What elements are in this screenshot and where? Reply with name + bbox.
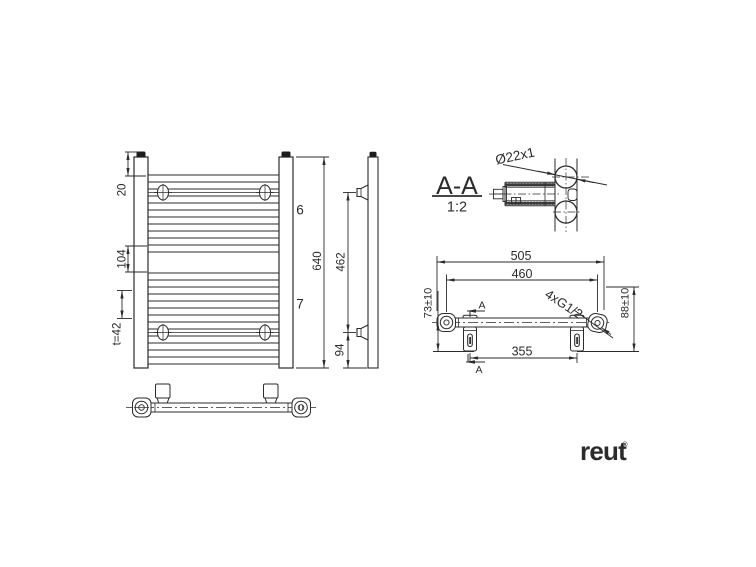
front-dimension-height bbox=[296, 156, 329, 369]
side-view bbox=[343, 151, 379, 369]
section-cut-line bbox=[466, 309, 485, 364]
tube-spec-label: Ø22x1 bbox=[494, 145, 536, 168]
side-tube bbox=[367, 156, 379, 369]
right-bracket-post bbox=[570, 326, 584, 352]
right-collector-cap bbox=[281, 151, 291, 158]
side-bracket-lower bbox=[356, 324, 369, 341]
tube-count-upper: 6 bbox=[296, 203, 304, 218]
left-collector-cap bbox=[136, 151, 146, 158]
brand-logo: reut ® bbox=[580, 436, 628, 466]
dim-label-355: 355 bbox=[512, 345, 533, 359]
bottom-right-post bbox=[263, 383, 279, 404]
dim-label-94: 94 bbox=[335, 343, 347, 356]
logo-trademark: ® bbox=[622, 441, 628, 449]
dim-label-t42: t=42 bbox=[112, 323, 124, 346]
dim-label-88: 88±10 bbox=[620, 288, 632, 319]
side-tube-cap bbox=[369, 151, 377, 158]
tube-count-lower: 7 bbox=[296, 297, 304, 312]
dim-label-462: 462 bbox=[336, 252, 348, 271]
dim-label-104: 104 bbox=[117, 249, 129, 269]
section-title: A-A bbox=[436, 172, 478, 200]
right-collector bbox=[278, 156, 294, 369]
right-bracket-boss bbox=[569, 314, 585, 318]
tube-spec-leader bbox=[502, 164, 608, 186]
left-connection-lug bbox=[436, 313, 456, 332]
dim-label-505: 505 bbox=[511, 249, 532, 263]
front-view bbox=[117, 151, 329, 369]
top-view-dimensions bbox=[433, 256, 639, 363]
section-bracket-body bbox=[489, 181, 561, 207]
dim-label-73: 73±10 bbox=[423, 288, 435, 319]
bottom-left-post bbox=[155, 383, 171, 404]
section-scale: 1:2 bbox=[447, 200, 467, 216]
front-wall-brackets bbox=[148, 184, 279, 341]
left-collector bbox=[133, 156, 149, 369]
section-marker-a-top: A bbox=[478, 300, 485, 312]
dim-label-460: 460 bbox=[512, 267, 533, 281]
bottom-left-fitting bbox=[132, 397, 152, 418]
upper-tube-group bbox=[148, 174, 279, 253]
section-marker-a-bottom: A bbox=[475, 364, 482, 376]
dim-label-20: 20 bbox=[117, 184, 129, 197]
thread-spec-label: 4xG1/2 bbox=[542, 286, 585, 321]
side-dimensions bbox=[343, 192, 367, 369]
section-clamp bbox=[567, 188, 578, 201]
section-detail bbox=[432, 158, 608, 232]
bottom-right-fitting bbox=[291, 397, 311, 418]
front-dimensions-left bbox=[117, 151, 147, 319]
right-connection-lug bbox=[587, 312, 608, 334]
dim-label-640: 640 bbox=[312, 251, 324, 270]
logo-text: reut bbox=[580, 436, 627, 466]
side-bracket-upper bbox=[356, 184, 369, 201]
left-bracket-post bbox=[463, 326, 477, 352]
lower-tube-group bbox=[148, 272, 279, 365]
section-washer bbox=[502, 186, 507, 202]
top-view bbox=[432, 256, 639, 364]
bottom-view bbox=[126, 383, 316, 418]
